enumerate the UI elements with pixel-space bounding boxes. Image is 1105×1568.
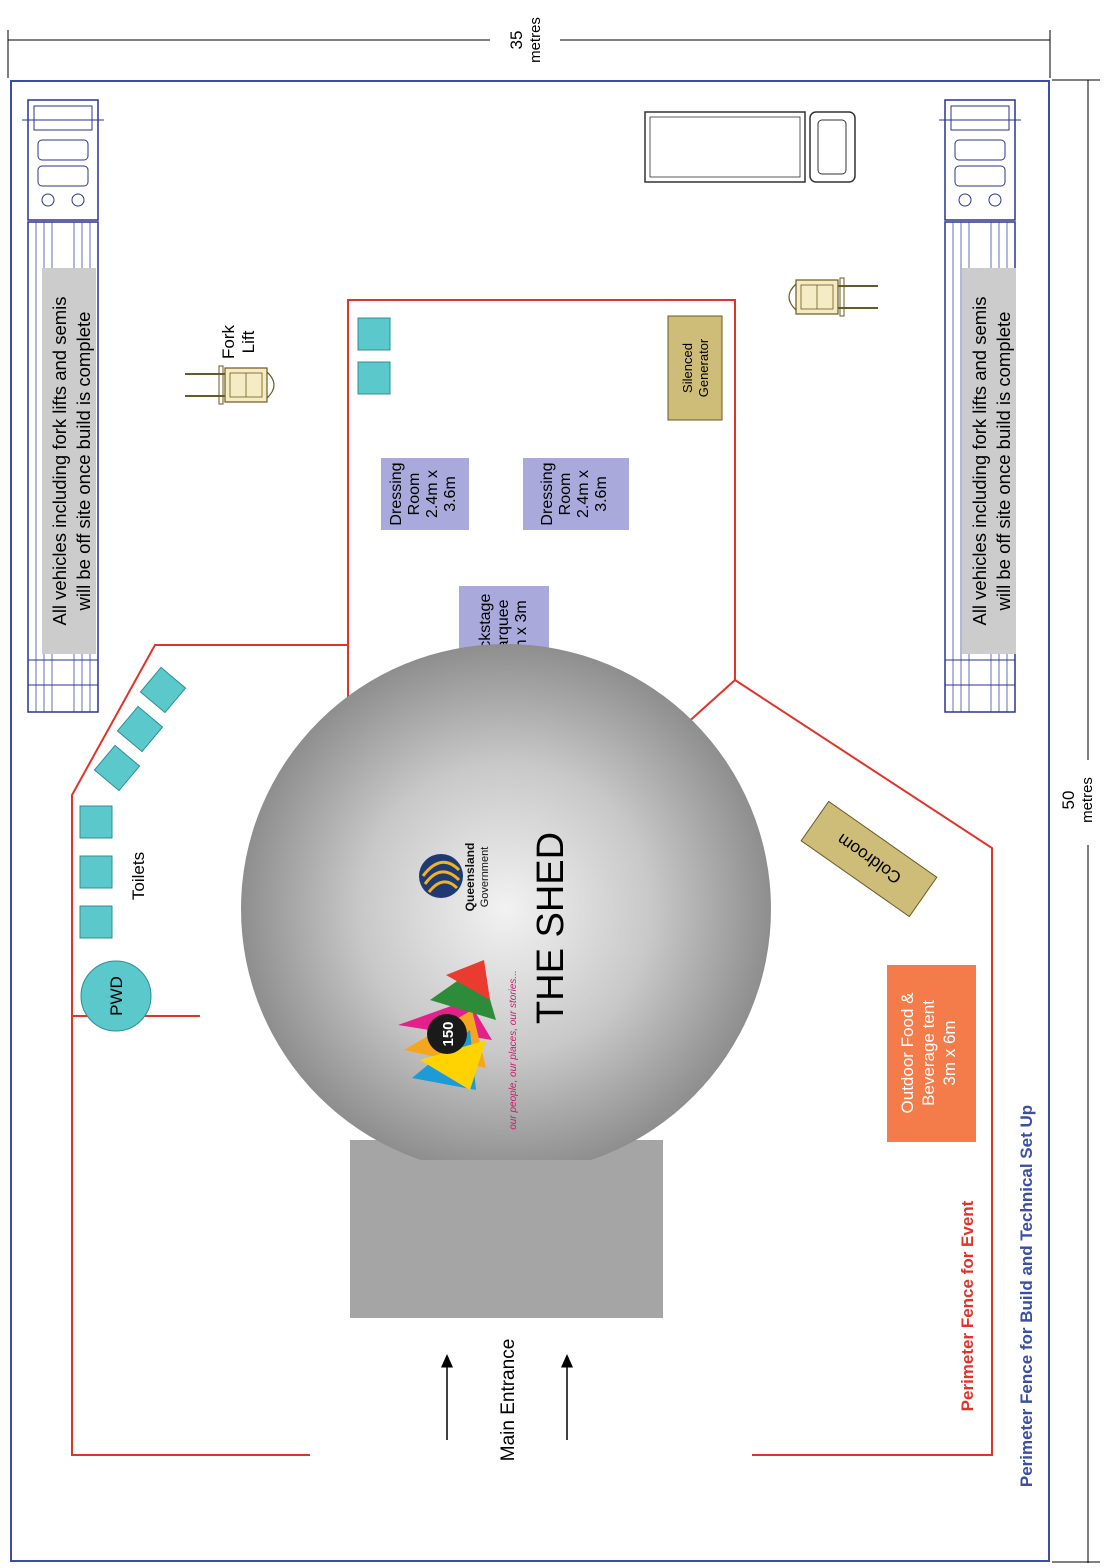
dressing-room-1: Dressing Room 2.4m x 3.6m bbox=[381, 458, 469, 530]
build-perimeter-fence bbox=[10, 80, 1050, 1562]
main-entrance: Main Entrance bbox=[441, 1339, 573, 1462]
q150-badge-text: 150 bbox=[440, 1021, 457, 1046]
q150-tagline: our people, our places, our stories... bbox=[508, 970, 519, 1130]
height-unit: metres bbox=[1079, 777, 1096, 823]
pwd-label: PWD bbox=[107, 976, 126, 1016]
svg-text:Generator: Generator bbox=[696, 338, 711, 397]
toilet-unit bbox=[357, 361, 391, 395]
dressing-room-2: Dressing Room 2.4m x 3.6m bbox=[523, 458, 629, 530]
truck-notice-left-line2: will be off site once build is complete bbox=[73, 312, 94, 612]
shed-title: THE SHED bbox=[530, 832, 572, 1024]
silenced-generator: Silenced Generator bbox=[667, 315, 723, 421]
forklift-label-line1: Fork bbox=[219, 325, 238, 360]
toilet-unit bbox=[139, 666, 187, 714]
svg-text:Room: Room bbox=[406, 473, 423, 516]
toilet-unit bbox=[79, 855, 113, 889]
forklift-left bbox=[184, 365, 275, 405]
toilet-unit bbox=[93, 744, 141, 792]
food-tent-line1: Outdoor Food & bbox=[898, 992, 917, 1114]
queensland-government-logo: Queensland Government bbox=[419, 843, 491, 912]
width-value: 35 bbox=[507, 31, 526, 50]
svg-text:Silenced: Silenced bbox=[680, 343, 695, 393]
svg-text:Dressing: Dressing bbox=[388, 462, 405, 525]
pwd-toilet: PWD bbox=[80, 960, 152, 1032]
truck-notice-right-line2: will be off site once build is complete bbox=[993, 312, 1014, 612]
truck-notice-left: All vehicles including fork lifts and se… bbox=[42, 268, 96, 654]
svg-text:Toilets: Toilets bbox=[129, 852, 148, 900]
qld-gov-line1: Queensland bbox=[463, 843, 477, 912]
toilet-unit bbox=[357, 317, 391, 351]
food-beverage-tent: Outdoor Food & Beverage tent 3m x 6m bbox=[887, 965, 976, 1142]
rigid-truck bbox=[644, 111, 856, 183]
width-dimension: 35 metres bbox=[7, 0, 1051, 78]
toilet-unit bbox=[116, 705, 164, 753]
truck-notice-right-line1: All vehicles including fork lifts and se… bbox=[969, 296, 990, 625]
qld-gov-line2: Government bbox=[479, 847, 491, 908]
toilets-label: Toilets bbox=[129, 852, 148, 900]
coldroom: Coldroom bbox=[800, 800, 938, 918]
height-dimension: 50 metres bbox=[1052, 79, 1105, 1563]
height-value: 50 bbox=[1059, 791, 1078, 810]
forklift-label-line2: Lift bbox=[239, 330, 258, 353]
svg-text:Perimeter Fence for Event: Perimeter Fence for Event bbox=[958, 1200, 977, 1411]
truck-notice-right: All vehicles including fork lifts and se… bbox=[962, 268, 1016, 654]
food-tent-line3: 3m x 6m bbox=[940, 1020, 959, 1085]
forklift-right bbox=[788, 277, 879, 317]
svg-text:2.4m x: 2.4m x bbox=[575, 470, 592, 518]
width-unit: metres bbox=[527, 17, 544, 63]
toilets bbox=[79, 317, 391, 939]
the-shed bbox=[241, 644, 771, 1318]
legend-build-fence: Perimeter Fence for Build and Technical … bbox=[1017, 1105, 1036, 1487]
svg-text:Dressing: Dressing bbox=[539, 462, 556, 525]
toilet-unit bbox=[79, 905, 113, 939]
toilet-unit bbox=[79, 805, 113, 839]
svg-text:3.6m: 3.6m bbox=[442, 476, 459, 512]
truck-notice-left-line1: All vehicles including fork lifts and se… bbox=[49, 296, 70, 625]
food-tent-line2: Beverage tent bbox=[919, 1000, 938, 1106]
q150-badge bbox=[427, 1014, 467, 1054]
entrance-label: Main Entrance bbox=[498, 1339, 519, 1462]
svg-text:Room: Room bbox=[557, 473, 574, 516]
svg-text:2.4m x: 2.4m x bbox=[424, 470, 441, 518]
q150-logo: 150 our people, our places, our stories.… bbox=[398, 960, 519, 1130]
svg-text:Perimeter Fence for Build and: Perimeter Fence for Build and Technical … bbox=[1017, 1105, 1036, 1487]
forklift-left-label: Fork Lift bbox=[219, 325, 258, 360]
svg-text:3.6m: 3.6m bbox=[593, 476, 610, 512]
legend-event-fence: Perimeter Fence for Event bbox=[958, 1200, 977, 1411]
svg-text:THE SHED: THE SHED bbox=[530, 832, 572, 1024]
